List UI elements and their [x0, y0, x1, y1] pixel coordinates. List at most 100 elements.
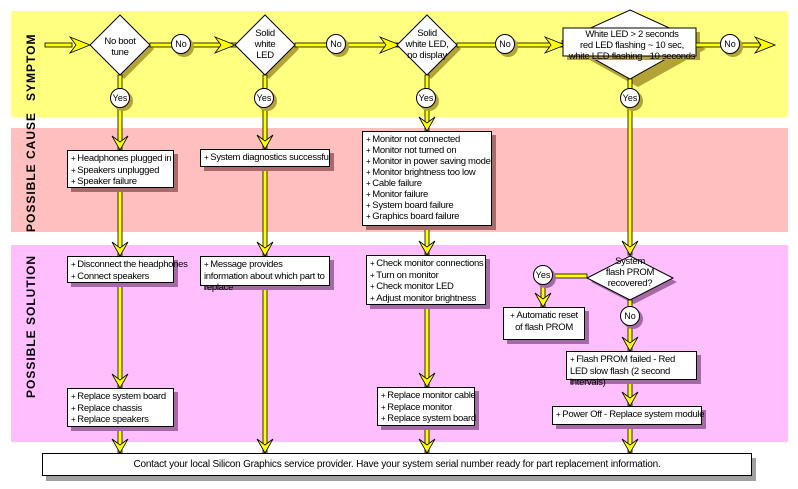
arrowhead-down-icon: [111, 135, 129, 151]
yes-circle: Yes: [254, 88, 274, 108]
solution-box-diagnostics: Message provides information about which…: [200, 256, 330, 293]
connector-line: [549, 273, 588, 279]
decision-line: System: [615, 256, 645, 267]
connector-line: [424, 304, 430, 388]
connector-line: [117, 282, 123, 389]
decision-line: flash PROM: [605, 267, 655, 278]
decision-line: white LED flashing ~10 seconds: [568, 51, 696, 62]
cause-item: Monitor brightness too low: [366, 167, 488, 178]
decision-line: LED: [256, 50, 274, 61]
connector-line: [262, 166, 268, 257]
arrowhead-down-icon: [418, 240, 436, 256]
decision-box: [562, 27, 697, 57]
decision-solid-white-led: Solid white LED: [237, 28, 293, 61]
arrowhead-down-icon: [534, 292, 552, 308]
arrowhead-down-icon: [621, 438, 639, 454]
solution-item: Power Off - Replace system module: [556, 409, 704, 421]
cause-item: Monitor in power saving mode: [366, 156, 491, 167]
yes-circle: Yes: [620, 88, 640, 108]
cause-item: System diagnostics successful: [204, 152, 330, 164]
solution-item: Replace system board: [381, 413, 476, 425]
solution-item: Replace system board: [71, 391, 170, 403]
arrowhead-down-icon: [418, 116, 436, 132]
cause-box-display: Monitor not connected Monitor not turned…: [362, 131, 492, 226]
cause-box-audio: Headphones plugged in Speakers unplugged…: [67, 150, 174, 188]
yes-circle: Yes: [110, 88, 130, 108]
cause-item: Graphics board failure: [366, 211, 488, 222]
arrowhead-down-icon: [418, 438, 436, 454]
solution-item: Adjust monitor brightness: [370, 293, 482, 305]
solution-box-power-off: Power Off - Replace system module: [552, 406, 705, 425]
arrowhead-down-icon: [621, 391, 639, 407]
yes-circle: Yes: [533, 265, 553, 285]
cause-box-diagnostics: System diagnostics successful: [200, 149, 331, 167]
yes-circle: Yes: [416, 88, 436, 108]
decision-line: white: [254, 39, 276, 50]
cause-item: Monitor not turned on: [366, 145, 488, 156]
arrowhead-down-icon: [418, 372, 436, 388]
cause-item: Speaker failure: [71, 176, 170, 188]
arrowhead-down-icon: [256, 134, 274, 150]
arrowhead-down-icon: [111, 241, 129, 257]
solution-item: Replace monitor cable: [381, 390, 476, 402]
solution-item: Connect speakers: [71, 271, 170, 283]
solution-box-prom-failed: Flash PROM failed - Red LED slow flash (…: [566, 351, 697, 388]
arrowhead-down-icon: [111, 373, 129, 389]
no-circle: No: [171, 34, 191, 54]
arrowhead-down-icon: [256, 241, 274, 257]
solution-item: Automatic reset of flash PROM: [507, 310, 581, 333]
decision-line: recovered?: [607, 278, 653, 289]
cause-item: Speakers unplugged: [71, 165, 170, 177]
no-circle: No: [720, 34, 740, 54]
cause-item: Monitor not connected: [366, 134, 488, 145]
connector-line: [294, 42, 401, 48]
solution-box-audio: Disconnect the headphones Connect speake…: [67, 256, 188, 283]
solution-item: Disconnect the headphones: [71, 259, 188, 271]
solution-item: Turn on monitor: [370, 270, 482, 282]
decision-led-flashing: White LED > 2 seconds red LED flashing ~…: [564, 29, 700, 62]
solution-box-replace-audio: Replace system board Replace chassis Rep…: [67, 388, 174, 427]
arrowhead-down-icon: [621, 336, 639, 352]
solution-box-auto-reset: Automatic reset of flash PROM: [503, 307, 585, 340]
cause-item: Monitor failure: [366, 189, 488, 200]
solution-item: Replace monitor: [381, 402, 471, 414]
decision-line: tune: [111, 47, 129, 58]
connector-line: [44, 42, 73, 48]
solution-item: Check monitor connections: [370, 258, 483, 270]
arrowhead-down-icon: [621, 240, 639, 256]
arrowhead-right-icon: [753, 36, 777, 54]
arrowhead-right-icon: [378, 36, 402, 54]
contact-footer: Contact your local Silicon Graphics serv…: [42, 453, 752, 476]
arrowhead-right-icon: [543, 36, 567, 54]
cause-item: Headphones plugged in: [71, 153, 171, 165]
no-circle: No: [495, 34, 515, 54]
decision-line: white LED,: [405, 39, 449, 50]
solution-box-display: Check monitor connections Turn on monito…: [366, 255, 486, 305]
connector-line: [117, 187, 123, 257]
decision-line: No boot: [104, 36, 136, 47]
solution-item: Message provides information about which…: [204, 259, 326, 294]
cause-item: System board failure: [366, 200, 488, 211]
decision-flash-prom-recovered: System flash PROM recovered?: [600, 256, 660, 289]
solution-box-replace-display: Replace monitor cable Replace monitor Re…: [377, 387, 476, 426]
solution-item: Check monitor LED: [370, 281, 482, 293]
decision-line: White LED > 2 seconds: [585, 29, 679, 40]
decision-line: Solid: [255, 28, 275, 39]
solution-item: Replace speakers: [71, 414, 170, 426]
arrowhead-down-icon: [111, 438, 129, 454]
arrowhead-right-icon: [213, 36, 237, 54]
decision-solid-white-led-no-display: Solid white LED, no display: [398, 28, 456, 61]
solution-item: Flash PROM failed - Red LED slow flash (…: [570, 354, 693, 389]
decision-line: Solid: [417, 28, 437, 39]
arrowhead-down-icon: [256, 438, 274, 454]
solution-item: Replace chassis: [71, 403, 170, 415]
decision-line: red LED flashing ~ 10 sec,: [580, 40, 684, 51]
connector-line: [262, 285, 268, 454]
connector-line: [262, 74, 268, 150]
cause-item: Cable failure: [366, 178, 488, 189]
decision-line: no display: [407, 50, 447, 61]
arrowhead-right-icon: [68, 36, 92, 54]
no-circle: No: [326, 34, 346, 54]
connector-line: [117, 74, 123, 151]
